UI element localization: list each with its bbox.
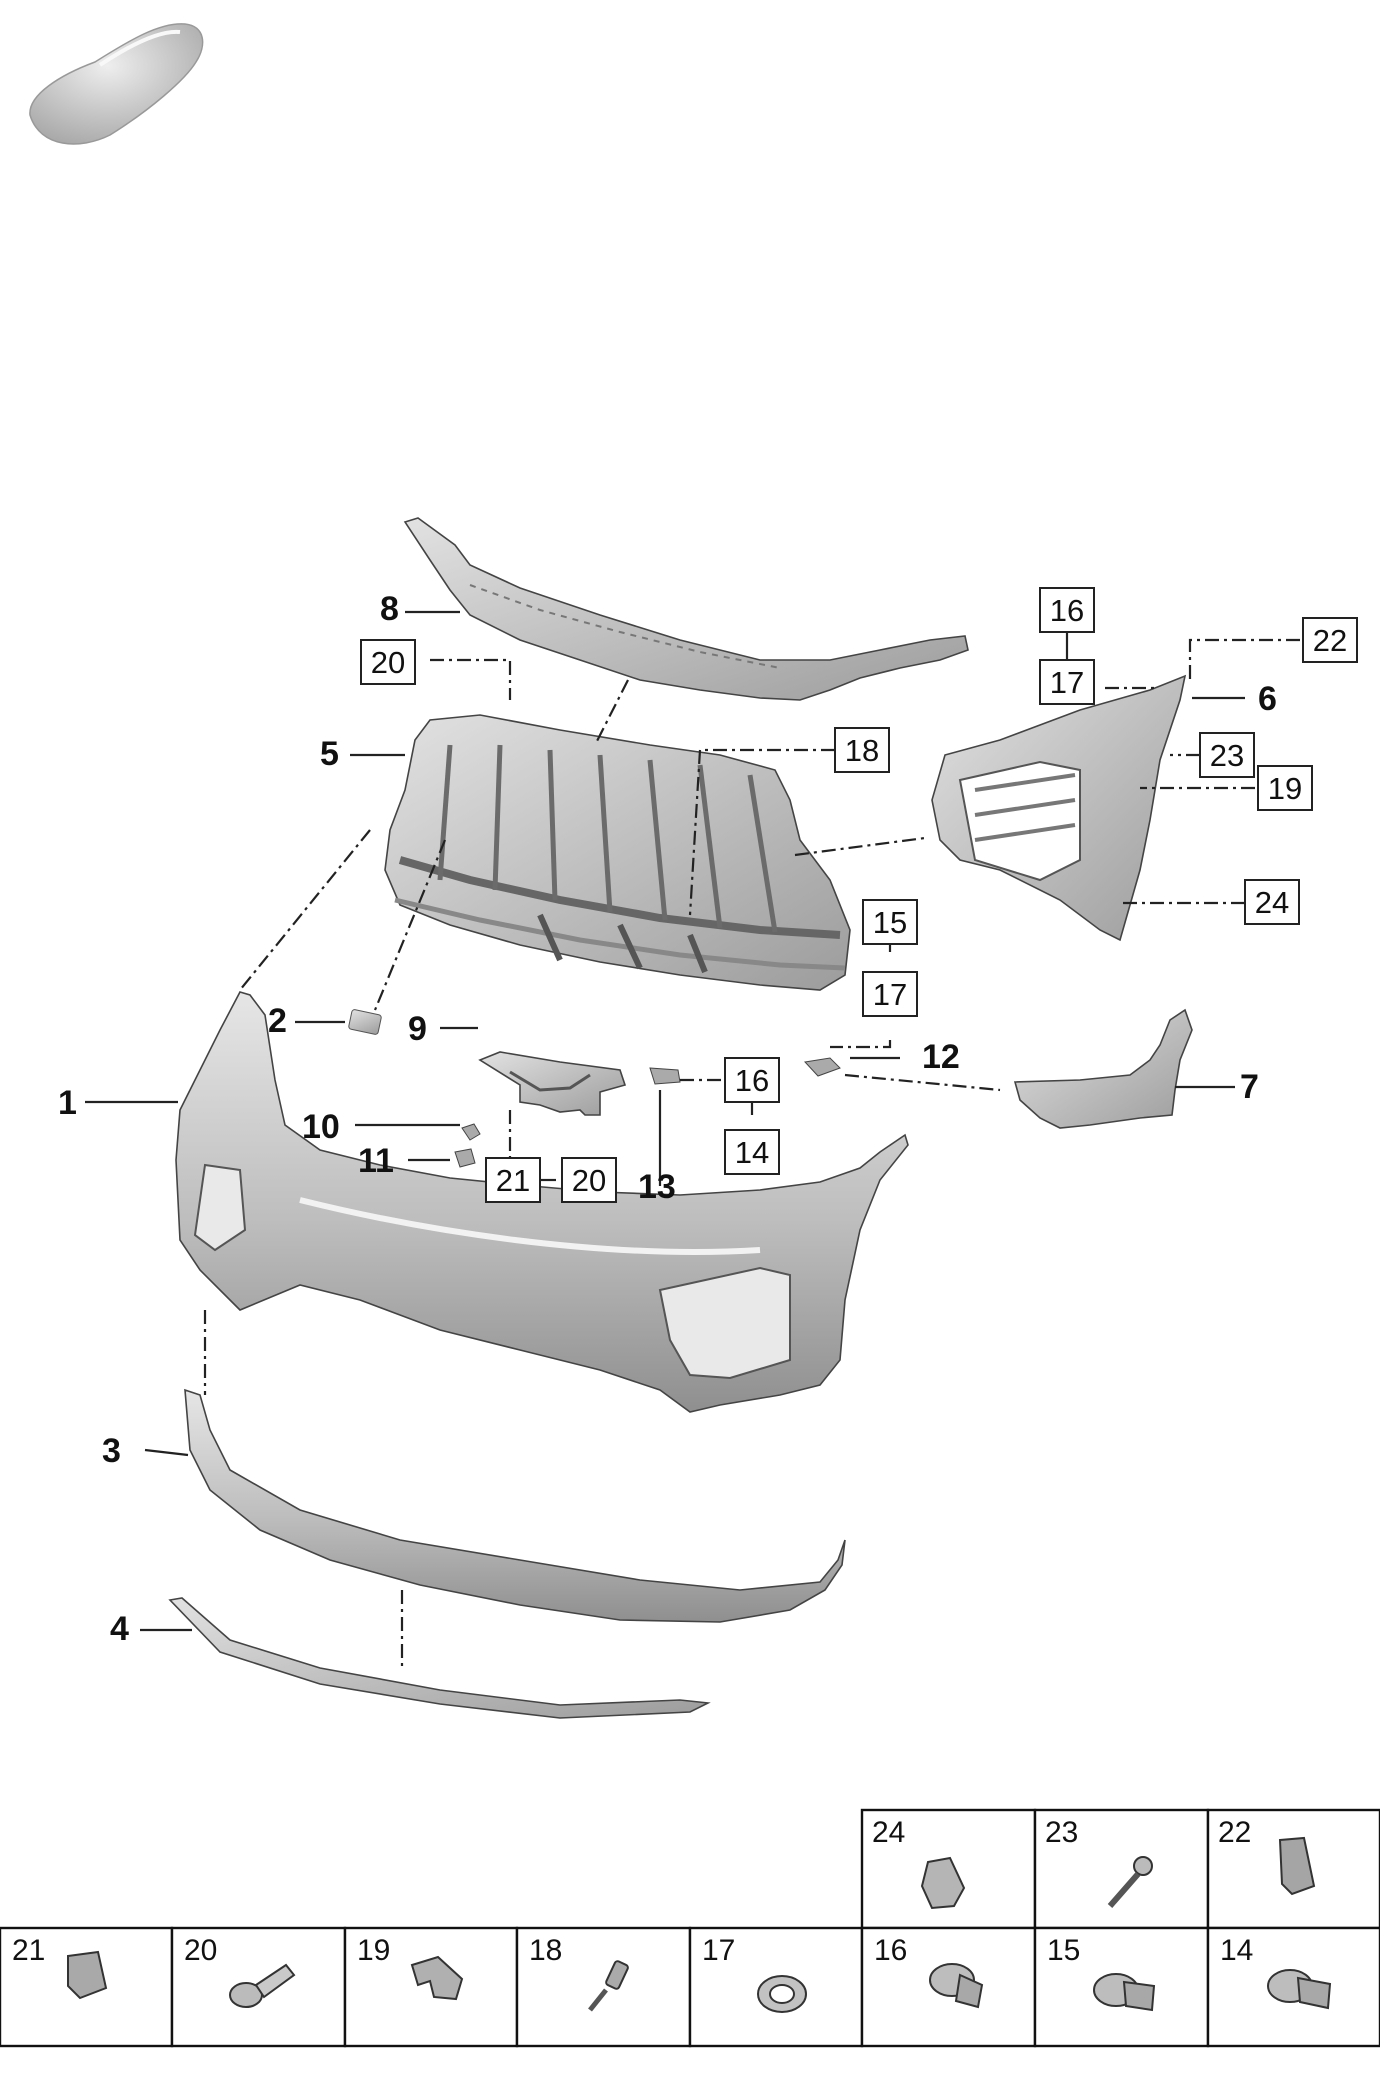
callout-11: 11 bbox=[358, 1142, 394, 1180]
legend-cell-21: 21 bbox=[0, 1926, 174, 2048]
ref-box-19: 19 bbox=[1257, 765, 1313, 811]
ref-box-17-mid: 17 bbox=[862, 971, 918, 1017]
svg-text:19: 19 bbox=[357, 1934, 390, 1967]
legend-cell-19: 19 bbox=[343, 1926, 519, 2048]
ref-box-15: 15 bbox=[862, 899, 918, 945]
part-12-bracket bbox=[803, 1057, 841, 1077]
callout-12: 12 bbox=[922, 1038, 960, 1076]
svg-text:16: 16 bbox=[1050, 593, 1084, 628]
svg-text:14: 14 bbox=[735, 1135, 769, 1170]
callout-2: 2 bbox=[268, 1002, 287, 1040]
spring-nut-icon bbox=[1278, 1836, 1316, 1896]
part-8-upper-carrier bbox=[403, 517, 969, 701]
svg-text:23: 23 bbox=[1210, 738, 1244, 773]
callout-1: 1 bbox=[58, 1084, 77, 1122]
callout-4: 4 bbox=[110, 1610, 129, 1648]
svg-text:17: 17 bbox=[702, 1934, 735, 1967]
callout-7: 7 bbox=[1240, 1068, 1259, 1106]
legend-cell-24: 24 bbox=[860, 1808, 1037, 1930]
callout-labels: 8 5 6 2 9 12 7 1 10 11 13 3 4 bbox=[58, 590, 1277, 1648]
svg-text:20: 20 bbox=[572, 1163, 606, 1198]
part-9-center-bracket bbox=[478, 1051, 627, 1116]
svg-text:22: 22 bbox=[1313, 623, 1347, 658]
bracket-clip-icon bbox=[410, 1955, 464, 2001]
ref-box-20-top: 20 bbox=[360, 639, 416, 685]
leader-lines bbox=[85, 610, 1245, 1632]
svg-text:18: 18 bbox=[529, 1934, 562, 1967]
part-7-right-lower-bracket bbox=[1013, 1008, 1193, 1129]
parking-sensor-icon bbox=[1093, 1973, 1156, 2012]
ref-box-23: 23 bbox=[1199, 732, 1255, 778]
ref-box-22: 22 bbox=[1302, 617, 1358, 663]
legend-cell-15: 15 bbox=[1033, 1926, 1210, 2048]
ref-box-21: 21 bbox=[485, 1157, 541, 1203]
svg-text:15: 15 bbox=[1047, 1934, 1080, 1967]
parking-sensor-icon bbox=[929, 1963, 984, 2009]
ref-box-16-top: 16 bbox=[1039, 587, 1095, 633]
assembly-lines bbox=[203, 638, 1300, 1670]
callout-3: 3 bbox=[102, 1432, 121, 1470]
ref-box-24: 24 bbox=[1244, 879, 1300, 925]
svg-text:17: 17 bbox=[1050, 665, 1084, 700]
part-2-small-plate bbox=[348, 1009, 382, 1035]
svg-text:19: 19 bbox=[1268, 771, 1302, 806]
callout-8: 8 bbox=[380, 590, 399, 628]
fastener-legend: 24 23 22 21 20 19 18 17 16 15 14 bbox=[0, 1808, 1380, 2048]
part-1-bumper-cover bbox=[175, 991, 909, 1413]
part-5-bumper-frame bbox=[384, 714, 851, 991]
screw-icon bbox=[229, 1963, 296, 2008]
ref-box-16-mid: 16 bbox=[724, 1057, 780, 1103]
part-4-trim-strip bbox=[168, 1597, 711, 1719]
push-rivet-icon bbox=[1107, 1856, 1153, 1908]
grommet-icon bbox=[920, 1856, 966, 1910]
svg-text:21: 21 bbox=[12, 1934, 45, 1967]
callout-10: 10 bbox=[302, 1108, 340, 1146]
sensor-icon bbox=[588, 1960, 629, 2012]
part-6-right-duct bbox=[931, 674, 1187, 942]
part-11-clip bbox=[454, 1148, 476, 1168]
sensor-ring-icon bbox=[757, 1975, 807, 2013]
part-13-clip bbox=[649, 1067, 681, 1085]
part-3-lower-spoiler bbox=[184, 1388, 846, 1623]
svg-text:20: 20 bbox=[184, 1934, 217, 1967]
part-10-clip bbox=[461, 1123, 481, 1141]
parking-sensor-icon bbox=[1267, 1969, 1332, 2010]
svg-text:18: 18 bbox=[845, 733, 879, 768]
ref-box-20-mid: 20 bbox=[561, 1157, 617, 1203]
svg-text:16: 16 bbox=[735, 1063, 769, 1098]
legend-cell-22: 22 bbox=[1206, 1808, 1380, 1930]
callout-5: 5 bbox=[320, 735, 339, 773]
svg-text:23: 23 bbox=[1045, 1816, 1078, 1849]
svg-text:14: 14 bbox=[1220, 1934, 1253, 1967]
svg-text:15: 15 bbox=[873, 905, 907, 940]
svg-text:22: 22 bbox=[1218, 1816, 1251, 1849]
callout-6: 6 bbox=[1258, 680, 1277, 718]
ref-box-18: 18 bbox=[834, 727, 890, 773]
svg-text:21: 21 bbox=[496, 1163, 530, 1198]
legend-cell-23: 23 bbox=[1033, 1808, 1210, 1930]
svg-text:17: 17 bbox=[873, 977, 907, 1012]
vehicle-thumbnail-icon bbox=[29, 23, 204, 145]
clip-nut-icon bbox=[67, 1950, 108, 2000]
ref-box-14: 14 bbox=[724, 1129, 780, 1175]
callout-9: 9 bbox=[408, 1010, 427, 1048]
legend-cell-18: 18 bbox=[515, 1926, 692, 2048]
svg-text:24: 24 bbox=[1255, 885, 1289, 920]
svg-text:16: 16 bbox=[874, 1934, 907, 1967]
legend-cell-20: 20 bbox=[170, 1926, 347, 2048]
svg-text:24: 24 bbox=[872, 1816, 905, 1849]
legend-cell-14: 14 bbox=[1206, 1926, 1380, 2048]
legend-cell-16: 16 bbox=[860, 1926, 1037, 2048]
legend-cell-17: 17 bbox=[688, 1926, 864, 2048]
svg-text:20: 20 bbox=[371, 645, 405, 680]
callout-13: 13 bbox=[638, 1168, 676, 1206]
ref-box-17-top: 17 bbox=[1039, 659, 1095, 705]
boxed-references: 20 16 17 22 18 23 19 24 15 17 16 14 21 2… bbox=[360, 587, 1358, 1203]
